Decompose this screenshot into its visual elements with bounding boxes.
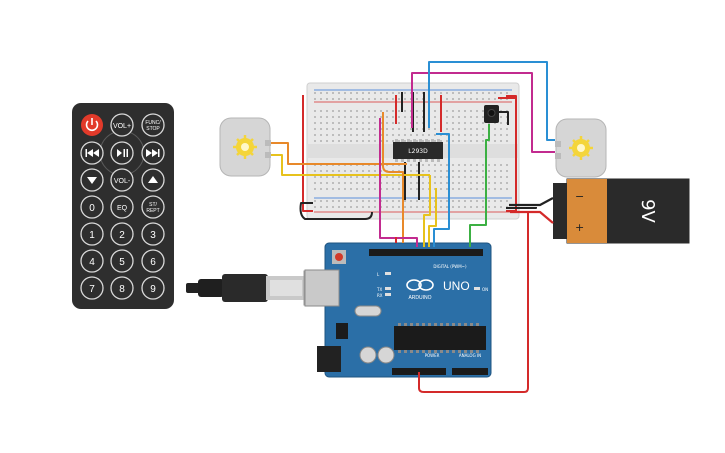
svg-text:L: L: [377, 272, 380, 277]
arduino-uno[interactable]: DIGITAL (PWM~) UNO ARDUINO L TX RX ON PO…: [304, 242, 492, 378]
dc-motor-left[interactable]: [219, 117, 271, 177]
svg-text:8: 8: [119, 284, 125, 295]
digit-1-button[interactable]: 1: [80, 222, 104, 246]
play-pause-icon: [117, 149, 128, 157]
green-wire: [469, 124, 490, 247]
ir-receiver[interactable]: [484, 105, 499, 123]
chip-pins: [395, 139, 440, 162]
magenta-wire: [411, 72, 555, 153]
svg-text:RX: RX: [377, 293, 383, 298]
svg-text:ANALOG IN: ANALOG IN: [459, 353, 481, 358]
black-wire: [299, 202, 373, 220]
digit-8-button[interactable]: 8: [110, 276, 134, 300]
dc-motor-right[interactable]: [555, 118, 607, 178]
digit-5-button[interactable]: 5: [110, 249, 134, 273]
svg-text:5: 5: [119, 257, 125, 268]
arduino-logo: [406, 279, 434, 291]
prev-button[interactable]: [80, 141, 104, 165]
svg-text:STOP: STOP: [146, 126, 160, 132]
black-wire: [497, 111, 509, 125]
svg-text:POWER: POWER: [425, 353, 440, 358]
blue-wire: [428, 61, 555, 141]
svg-text:7: 7: [89, 284, 95, 295]
down-button[interactable]: [80, 168, 104, 192]
orange-wire: [382, 112, 404, 243]
skip-forward-icon: [146, 149, 160, 157]
svg-text:TX: TX: [376, 287, 382, 292]
svg-text:4: 4: [89, 257, 95, 268]
blue-wire: [433, 133, 450, 247]
svg-text:6: 6: [150, 257, 156, 268]
wires: [271, 61, 555, 393]
svg-text:ST/: ST/: [149, 202, 157, 208]
skip-back-icon: [85, 149, 99, 157]
play-pause-button[interactable]: [110, 141, 134, 165]
black-wire: [506, 207, 537, 209]
magenta-wire: [379, 118, 418, 247]
svg-text:VOL+: VOL+: [113, 123, 131, 130]
battery-9v[interactable]: − + 9V: [553, 178, 690, 244]
digit-4-button[interactable]: 4: [80, 249, 104, 273]
svg-text:DIGITAL (PWM~): DIGITAL (PWM~): [433, 264, 467, 269]
vol-up-button[interactable]: VOL+: [110, 113, 134, 137]
power-icon: [85, 118, 99, 132]
svg-text:9: 9: [150, 284, 156, 295]
svg-text:−: −: [575, 190, 584, 203]
yellow-wire: [423, 175, 431, 247]
svg-text:REPT: REPT: [146, 208, 159, 214]
red-wire: [302, 95, 313, 212]
svg-text:0: 0: [89, 203, 95, 214]
func-stop-button[interactable]: FUNC/ STOP: [141, 113, 165, 137]
black-wire: [509, 197, 554, 207]
eq-button[interactable]: EQ: [110, 195, 134, 219]
arrow-down-icon: [87, 177, 97, 184]
digit-3-button[interactable]: 3: [141, 222, 165, 246]
orange-wire: [271, 142, 407, 165]
zero-button[interactable]: 0: [80, 195, 104, 219]
svg-text:VOL-: VOL-: [114, 178, 131, 185]
svg-text:2: 2: [119, 230, 125, 241]
red-wire: [510, 210, 554, 224]
red-wire: [418, 212, 529, 393]
arrow-up-icon: [148, 176, 158, 183]
next-button[interactable]: [141, 141, 165, 165]
svg-text:ON: ON: [482, 287, 488, 292]
svg-text:EQ: EQ: [117, 205, 128, 212]
svg-text:1: 1: [89, 230, 95, 241]
digit-9-button[interactable]: 9: [141, 276, 165, 300]
digit-7-button[interactable]: 7: [80, 276, 104, 300]
ir-remote[interactable]: VOL+ FUNC/ STOP: [72, 103, 174, 309]
svg-text:+: +: [575, 221, 584, 234]
svg-text:3: 3: [150, 230, 156, 241]
power-button[interactable]: [81, 114, 103, 136]
up-button[interactable]: [141, 168, 165, 192]
yellow-wire: [428, 188, 437, 247]
svg-text:UNO: UNO: [443, 279, 470, 293]
svg-text:9V: 9V: [637, 199, 658, 223]
digit-6-button[interactable]: 6: [141, 249, 165, 273]
svg-text:L293D: L293D: [408, 148, 428, 155]
digit-2-button[interactable]: 2: [110, 222, 134, 246]
svg-text:ARDUINO: ARDUINO: [408, 295, 431, 301]
st-rept-button[interactable]: ST/ REPT: [141, 195, 165, 219]
svg-text:FUNC/: FUNC/: [145, 120, 161, 126]
l293d-chip[interactable]: L293D: [393, 139, 443, 162]
vol-down-button[interactable]: VOL-: [110, 168, 134, 192]
yellow-wire: [271, 154, 430, 176]
